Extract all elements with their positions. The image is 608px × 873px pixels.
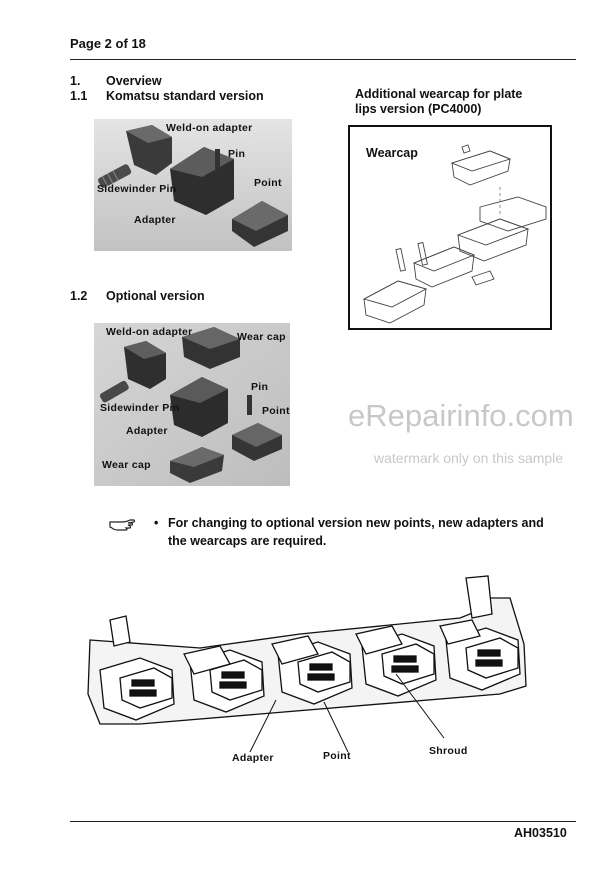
additional-wearcap-title-line2: lips version (PC4000) bbox=[355, 102, 482, 116]
header-rule bbox=[70, 59, 576, 60]
label-optional-pin: Pin bbox=[251, 381, 269, 393]
label-pin: Pin bbox=[228, 148, 246, 160]
page-number: Page 2 of 18 bbox=[70, 36, 146, 51]
label-adapter: Adapter bbox=[134, 214, 176, 226]
section-1-number: 1. bbox=[70, 74, 81, 88]
label-bucket-shroud: Shroud bbox=[429, 745, 468, 757]
label-bucket-adapter: Adapter bbox=[232, 752, 274, 764]
label-optional-wear-cap-top: Wear cap bbox=[237, 331, 286, 343]
label-bucket-point: Point bbox=[323, 750, 351, 762]
label-optional-weld-on-adapter: Weld-on adapter bbox=[106, 326, 193, 338]
document-code: AH03510 bbox=[514, 826, 567, 840]
watermark-note: watermark only on this sample bbox=[374, 450, 564, 466]
standard-version-photo bbox=[94, 119, 292, 251]
pointing-hand-icon bbox=[108, 515, 136, 535]
section-1-2-title: Optional version bbox=[106, 289, 205, 303]
note-bullet: • bbox=[154, 516, 159, 530]
section-1-2-number: 1.2 bbox=[70, 289, 88, 303]
label-optional-sidewinder-pin: Sidewinder Pin bbox=[100, 402, 180, 414]
footer-rule bbox=[70, 821, 576, 822]
optional-version-photo bbox=[94, 323, 290, 486]
label-point: Point bbox=[254, 177, 282, 189]
note-line-2: the wearcaps are required. bbox=[168, 534, 327, 548]
section-1-1-title: Komatsu standard version bbox=[106, 89, 264, 103]
label-optional-adapter: Adapter bbox=[126, 425, 168, 437]
note-line-1: For changing to optional version new poi… bbox=[168, 516, 544, 530]
label-optional-wear-cap-bottom: Wear cap bbox=[102, 459, 151, 471]
section-1-1-number: 1.1 bbox=[70, 89, 88, 103]
watermark-brand: eRepairinfo.com bbox=[348, 398, 574, 433]
label-optional-point: Point bbox=[262, 405, 290, 417]
additional-wearcap-title-line1: Additional wearcap for plate bbox=[355, 87, 523, 101]
bucket-teeth-drawing bbox=[80, 574, 558, 774]
wearcap-drawing-box bbox=[348, 125, 552, 330]
section-1-title: Overview bbox=[106, 74, 162, 88]
label-wearcap: Wearcap bbox=[366, 146, 418, 160]
label-weld-on-adapter: Weld-on adapter bbox=[166, 122, 253, 134]
label-sidewinder-pin: Sidewinder Pin bbox=[97, 183, 177, 195]
